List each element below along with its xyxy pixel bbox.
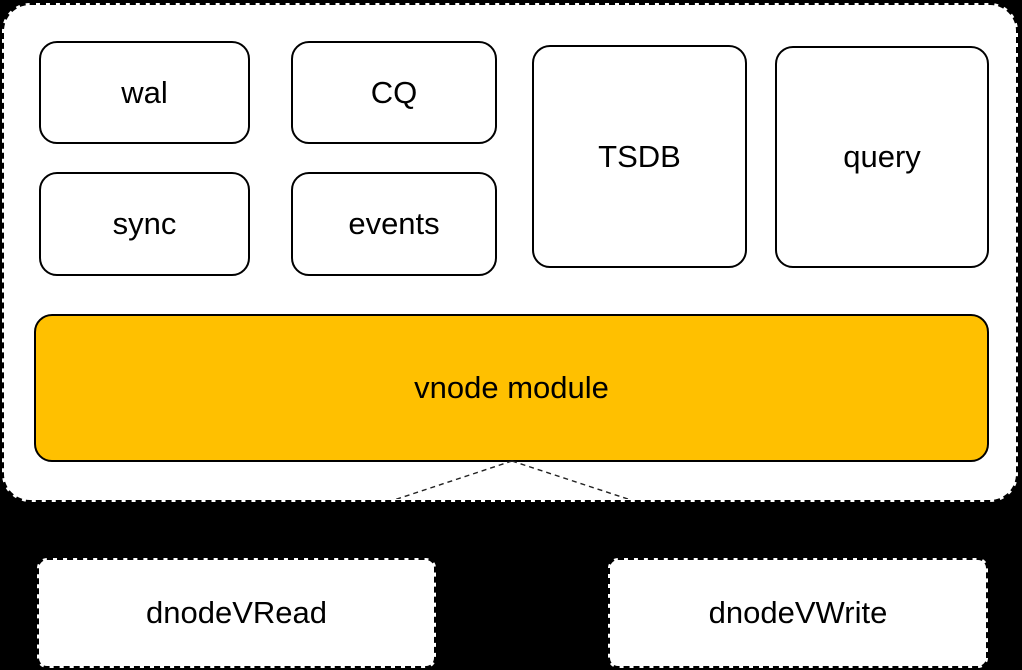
module-label-cq: CQ bbox=[370, 74, 418, 110]
module-box-query: query bbox=[775, 46, 989, 268]
dnode-vwrite-label: dnodeVWrite bbox=[708, 595, 888, 630]
module-box-cq: CQ bbox=[291, 41, 497, 144]
vnode-container: wal CQ sync events TSDB query vnode modu… bbox=[2, 3, 1018, 502]
vnode-module-box: vnode module bbox=[34, 314, 989, 462]
module-label-tsdb: TSDB bbox=[598, 138, 681, 174]
module-box-wal: wal bbox=[39, 41, 250, 144]
connector-line-left bbox=[394, 460, 513, 499]
connector-line-right bbox=[511, 460, 631, 499]
module-box-events: events bbox=[291, 172, 497, 276]
module-label-events: events bbox=[348, 206, 440, 241]
module-label-wal: wal bbox=[121, 74, 168, 110]
dnode-vread-box: dnodeVRead bbox=[37, 558, 436, 668]
module-label-query: query bbox=[843, 139, 921, 174]
module-box-sync: sync bbox=[39, 172, 250, 276]
module-box-tsdb: TSDB bbox=[532, 45, 747, 268]
dnode-vread-label: dnodeVRead bbox=[146, 595, 327, 630]
dnode-vwrite-box: dnodeVWrite bbox=[608, 558, 988, 668]
vnode-module-label: vnode module bbox=[414, 370, 609, 405]
module-label-sync: sync bbox=[112, 206, 177, 241]
